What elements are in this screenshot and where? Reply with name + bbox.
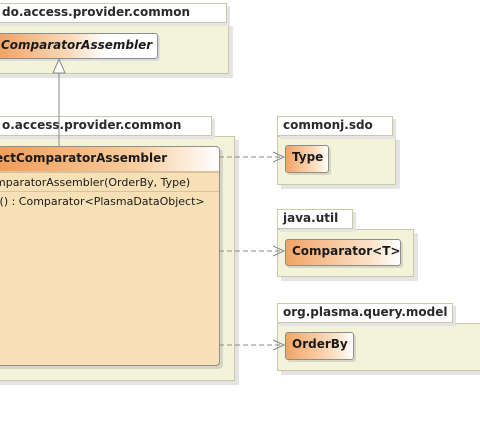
comparator-assembler-label: ComparatorAssembler (1, 38, 153, 52)
type-class[interactable]: Type (285, 145, 329, 173)
comparator-generic-interface[interactable]: Comparator<T> (285, 239, 401, 266)
package-top-tab: do.access.provider.common (0, 3, 227, 23)
package-main-name: o.access.provider.common (2, 118, 182, 132)
package-querymodel-name: org.plasma.query.model (283, 305, 448, 319)
package-top-name: do.access.provider.common (2, 5, 191, 19)
comparator-assembler-class[interactable]: ectComparatorAssembler mparatorAssembler… (0, 146, 220, 366)
package-commonj-tab: commonj.sdo (277, 116, 393, 136)
package-commonj-name: commonj.sdo (283, 118, 373, 132)
method-member: r() : Comparator<PlasmaDataObject> (0, 195, 205, 208)
comparator-assembler-interface[interactable]: ComparatorAssembler (0, 33, 158, 59)
dependency-to-comparator-arrowhead (272, 245, 286, 257)
comparator-generic-label: Comparator<T> (292, 244, 401, 258)
dependency-to-type-arrowhead (272, 151, 286, 163)
type-class-label: Type (292, 150, 324, 164)
generalization-arrowhead (52, 57, 66, 74)
package-main-tab: o.access.provider.common (0, 116, 212, 136)
orderby-class-label: OrderBy (292, 337, 348, 351)
constructor-member: mparatorAssembler(OrderBy, Type) (0, 176, 191, 189)
class-name: ectComparatorAssembler (0, 151, 168, 165)
package-querymodel-tab: org.plasma.query.model (277, 303, 453, 323)
dependency-to-orderby-arrowhead (272, 339, 286, 351)
package-javautil-tab: java.util (277, 209, 353, 229)
orderby-class[interactable]: OrderBy (285, 332, 354, 360)
package-javautil-name: java.util (283, 211, 339, 225)
